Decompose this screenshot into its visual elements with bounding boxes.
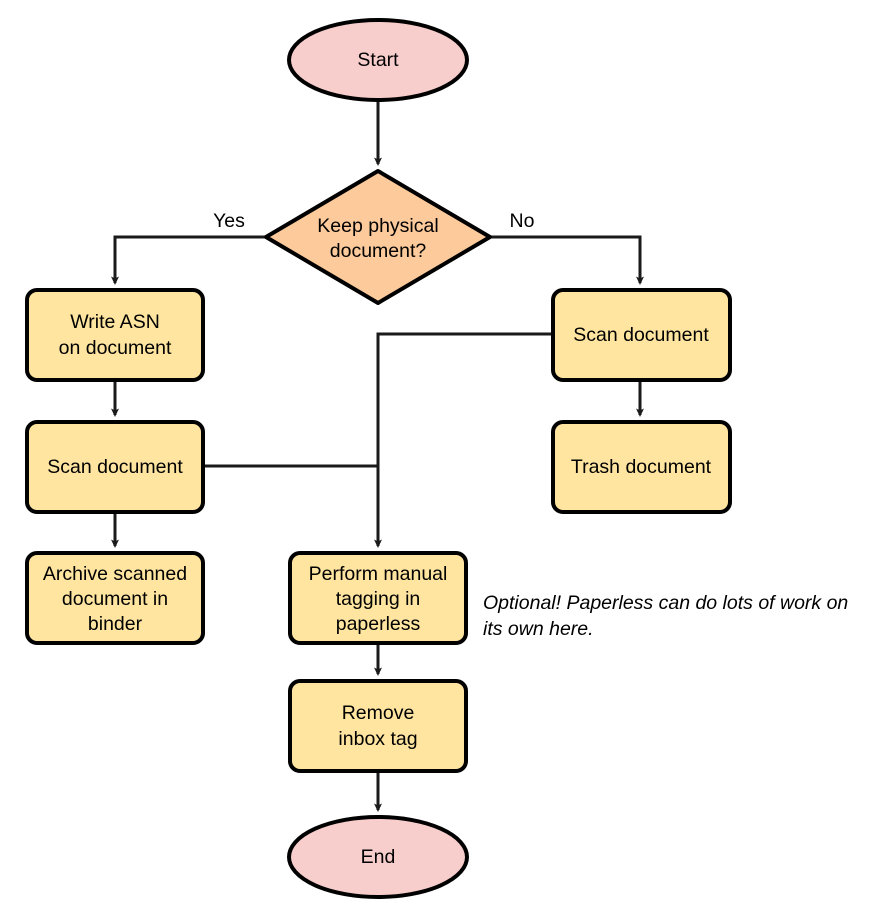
start-ellipse — [287, 18, 469, 102]
archive-label-line2: document in — [62, 588, 168, 610]
connector-layer — [111, 100, 644, 812]
edge-label-no: No — [510, 210, 535, 232]
node-archive-scanned-document[interactable]: Archive scanned document in binder — [25, 551, 205, 645]
trash-document-box — [551, 420, 732, 514]
archive-label-line1: Archive scanned — [43, 563, 187, 585]
end-ellipse — [287, 815, 469, 899]
edge-decision-no-to-scan-right — [490, 235, 644, 285]
node-perform-manual-tagging[interactable]: Perform manual tagging in paperless — [288, 551, 468, 645]
write-asn-label-line1: Write ASN — [70, 311, 160, 333]
write-asn-box — [25, 288, 205, 382]
decision-label-line1: Keep physical — [317, 215, 438, 237]
start-label: Start — [357, 49, 399, 71]
edge-decision-yes-to-write-asn — [111, 235, 266, 285]
scan-document-right-label: Scan document — [573, 324, 709, 346]
annotation-optional-note: Optional! Paperless can do lots of work … — [483, 592, 848, 640]
tagging-box — [288, 551, 468, 645]
decision-diamond — [264, 169, 492, 305]
optional-note-line1: Optional! Paperless can do lots of work … — [483, 592, 848, 614]
remove-inbox-tag-label-line2: inbox tag — [338, 728, 417, 750]
decision-label-line2: document? — [330, 240, 427, 262]
node-scan-document-right[interactable]: Scan document — [551, 288, 732, 382]
archive-box — [25, 551, 205, 645]
tagging-label-line3: paperless — [336, 613, 421, 635]
edge-scan-right-to-tagging — [374, 332, 553, 548]
node-decision-keep-physical-document[interactable]: Keep physical document? — [264, 169, 492, 305]
scan-document-left-label: Scan document — [47, 456, 183, 478]
node-write-asn-on-document[interactable]: Write ASN on document — [25, 288, 205, 382]
tagging-label-line2: tagging in — [336, 588, 421, 610]
remove-inbox-tag-box — [288, 679, 468, 773]
archive-label-line3: binder — [88, 613, 143, 635]
end-label: End — [361, 846, 396, 868]
node-scan-document-left[interactable]: Scan document — [25, 420, 205, 514]
scan-document-right-box — [551, 288, 732, 382]
scan-document-left-box — [25, 420, 205, 514]
node-trash-document[interactable]: Trash document — [551, 420, 732, 514]
trash-document-label: Trash document — [571, 456, 712, 478]
node-start[interactable]: Start — [287, 18, 469, 102]
node-remove-inbox-tag[interactable]: Remove inbox tag — [288, 679, 468, 773]
remove-inbox-tag-label-line1: Remove — [342, 702, 415, 724]
node-end[interactable]: End — [287, 815, 469, 899]
tagging-label-line1: Perform manual — [309, 563, 448, 585]
optional-note-line2: its own here. — [483, 618, 594, 640]
write-asn-label-line2: on document — [59, 337, 172, 359]
edge-label-yes: Yes — [213, 210, 245, 232]
